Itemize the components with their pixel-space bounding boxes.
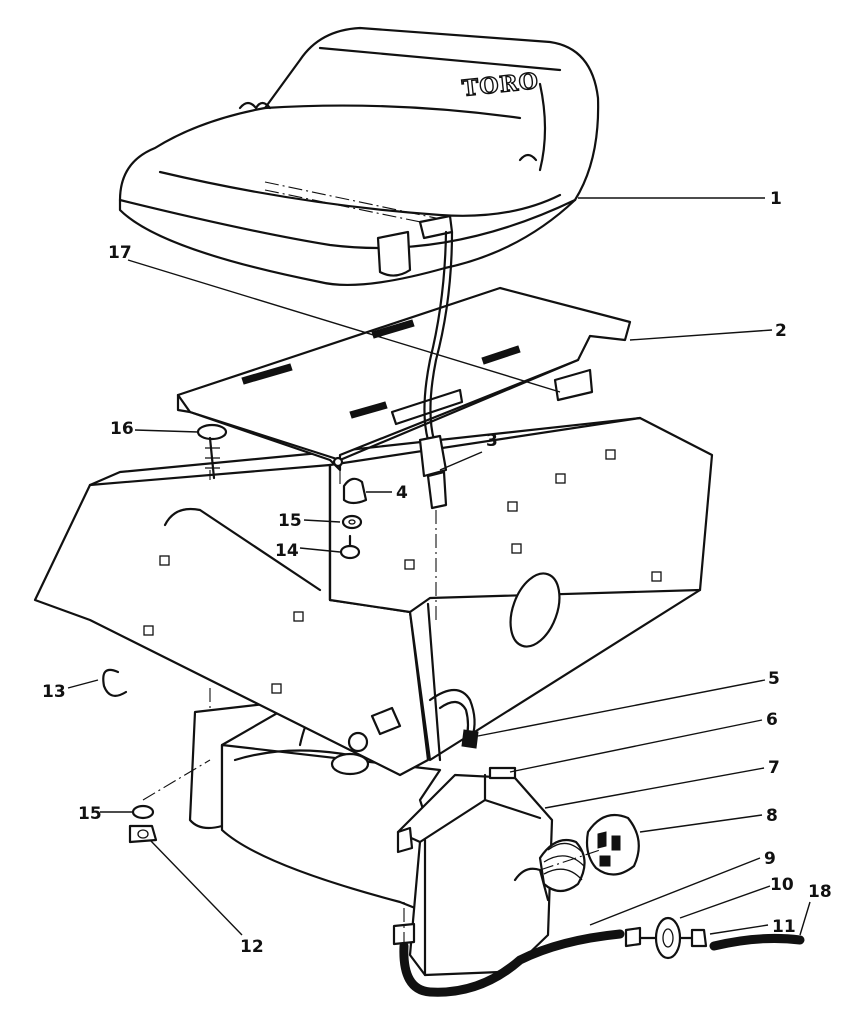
callout-4: 4 xyxy=(396,483,408,503)
lock-nut xyxy=(128,824,158,844)
seat-base-housing xyxy=(33,416,714,777)
callout-3: 3 xyxy=(486,431,498,451)
callout-17: 17 xyxy=(108,243,132,263)
seat-clamp xyxy=(342,477,368,505)
bolt-14 xyxy=(339,534,361,560)
callout-10: 10 xyxy=(770,875,794,895)
callout-9: 9 xyxy=(764,849,776,869)
assembly-center-lines xyxy=(142,470,601,946)
leader-lines xyxy=(67,197,811,936)
fuel-tank xyxy=(188,698,442,914)
washer-upper xyxy=(341,514,363,530)
seat-mounting-plate xyxy=(176,286,632,472)
callout-5: 5 xyxy=(768,669,780,689)
callout-11: 11 xyxy=(772,917,796,937)
seat: TORO xyxy=(118,26,600,286)
fuel-line-outlet xyxy=(709,933,805,951)
callout-2: 2 xyxy=(775,321,787,341)
seat-switch-harness xyxy=(418,230,454,510)
callout-8: 8 xyxy=(766,806,778,826)
filler-neck xyxy=(538,838,586,893)
callout-6: 6 xyxy=(766,710,778,730)
callout-14: 14 xyxy=(275,541,299,561)
callout-12: 12 xyxy=(240,937,264,957)
fuel-line xyxy=(392,922,625,997)
callout-13: 13 xyxy=(42,682,66,702)
callout-18: 18 xyxy=(808,882,832,902)
callout-1: 1 xyxy=(770,189,782,209)
callout-16: 16 xyxy=(110,419,134,439)
carriage-bolt-16 xyxy=(196,423,228,480)
fuel-filter xyxy=(624,916,694,960)
hose-clamp xyxy=(690,928,708,948)
callout-15-lower: 15 xyxy=(78,804,102,824)
washer-lower xyxy=(131,804,155,820)
retaining-ring xyxy=(102,668,128,697)
fuel-cap xyxy=(585,814,640,876)
callout-7: 7 xyxy=(768,758,780,778)
vent-hose xyxy=(428,688,479,749)
callout-15-upper: 15 xyxy=(278,511,302,531)
callouts: 1 2 3 4 5 6 7 8 9 10 11 12 13 14 15 15 1… xyxy=(42,189,832,957)
